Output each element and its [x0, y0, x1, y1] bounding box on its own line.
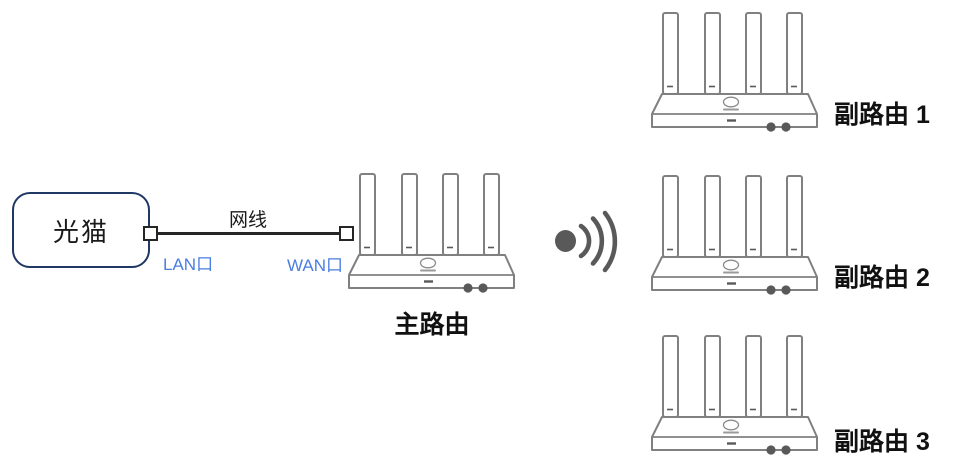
- main-router-label: 主路由: [394, 311, 470, 339]
- optical-modem-box: 光猫: [12, 192, 150, 268]
- secondary-router-3-illustration: [650, 334, 820, 458]
- secondary-router-1-label: 副路由 1: [834, 101, 930, 129]
- wan-port-label: WAN口: [287, 256, 344, 275]
- secondary-router-2-label: 副路由 2: [834, 264, 930, 292]
- ethernet-cable-line: [156, 232, 342, 235]
- secondary-router-3-label: 副路由 3: [834, 428, 930, 456]
- wifi-signal-icon: [555, 210, 618, 273]
- secondary-router-1-illustration: [650, 11, 820, 135]
- lan-port-connector: [143, 226, 158, 241]
- main-router-illustration: [347, 172, 517, 296]
- optical-modem-label: 光猫: [52, 216, 109, 247]
- wan-port-connector: [339, 226, 354, 241]
- secondary-router-2-illustration: [650, 174, 820, 298]
- ethernet-cable-label: 网线: [228, 210, 267, 231]
- lan-port-label: LAN口: [163, 255, 214, 274]
